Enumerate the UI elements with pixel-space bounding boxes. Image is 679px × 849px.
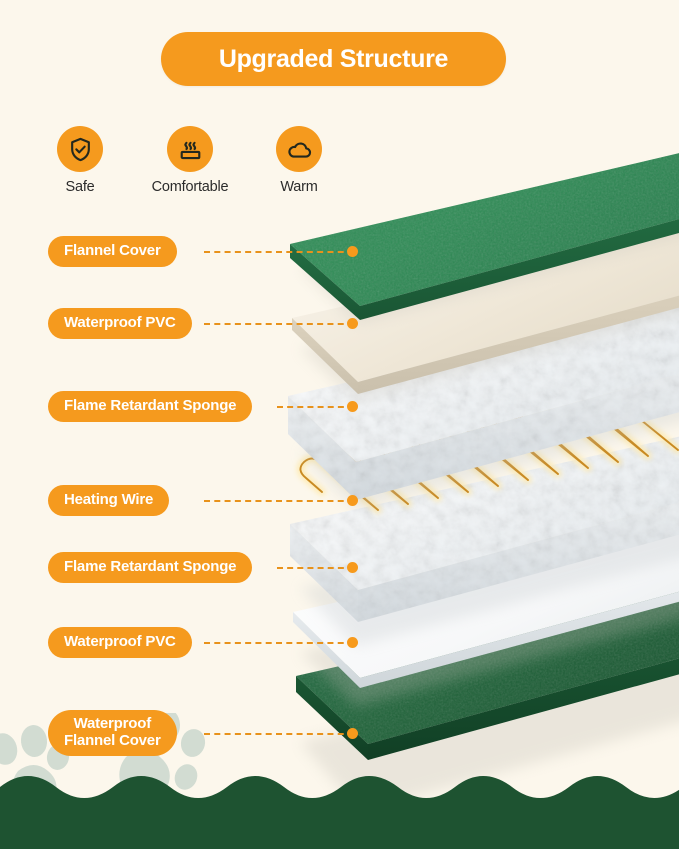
feature-label: Comfortable (151, 179, 229, 195)
layer-label-flame-retardant-sponge-lower[interactable]: Flame Retardant Sponge (48, 552, 253, 583)
feature-label: Safe (65, 179, 95, 195)
feature-safe: Safe (48, 126, 112, 195)
heating-pad-steam-icon (167, 126, 213, 172)
connector-dot-5 (347, 637, 358, 648)
layer-label-text: Waterproof PVC (64, 633, 176, 651)
feature-warm: Warm (264, 126, 334, 195)
layer-flame-retardant-sponge-lower (290, 436, 679, 646)
connector-line-2 (277, 406, 354, 408)
connector-dot-1 (347, 318, 358, 329)
layer-flannel-cover (290, 153, 679, 324)
layer-label-text: Waterproof PVC (64, 314, 176, 332)
connector-dot-6 (347, 728, 358, 739)
connector-dot-0 (347, 246, 358, 257)
connector-line-1 (204, 323, 354, 325)
layer-label-waterproof-pvc-bottom[interactable]: Waterproof PVC (48, 627, 192, 658)
connector-line-5 (204, 642, 354, 644)
layer-label-text: Flame Retardant Sponge (64, 558, 237, 576)
page-title: Upgraded Structure (218, 44, 449, 73)
layer-label-flannel-cover[interactable]: Flannel Cover (48, 236, 177, 267)
layer-label-text: Flame Retardant Sponge (64, 397, 237, 415)
page-title-pill: Upgraded Structure (161, 32, 506, 86)
connector-line-6 (204, 733, 354, 735)
connector-line-4 (277, 567, 354, 569)
layer-label-text: Waterproof Flannel Cover (64, 715, 161, 749)
layer-flame-retardant-sponge-upper (288, 306, 679, 510)
feature-label: Warm (280, 179, 318, 195)
cloud-icon (276, 126, 322, 172)
feature-comfortable: Comfortable (135, 126, 245, 195)
layer-label-waterproof-flannel-cover[interactable]: Waterproof Flannel Cover (48, 710, 177, 756)
layer-waterproof-pvc-top (292, 229, 679, 402)
feature-badges: Safe Comfortable Warm (48, 126, 348, 204)
connector-dot-4 (347, 562, 358, 573)
connector-dot-2 (347, 401, 358, 412)
layer-label-flame-retardant-sponge-upper[interactable]: Flame Retardant Sponge (48, 391, 253, 422)
layer-label-text: Heating Wire (64, 491, 154, 509)
connector-dot-3 (347, 495, 358, 506)
connector-line-3 (204, 500, 354, 502)
layer-label-text: Flannel Cover (64, 242, 161, 260)
shield-check-icon (57, 126, 103, 172)
connector-line-0 (204, 251, 354, 253)
layer-label-waterproof-pvc-top[interactable]: Waterproof PVC (48, 308, 192, 339)
layer-label-heating-wire[interactable]: Heating Wire (48, 485, 170, 516)
footer-wave-band (0, 776, 679, 849)
